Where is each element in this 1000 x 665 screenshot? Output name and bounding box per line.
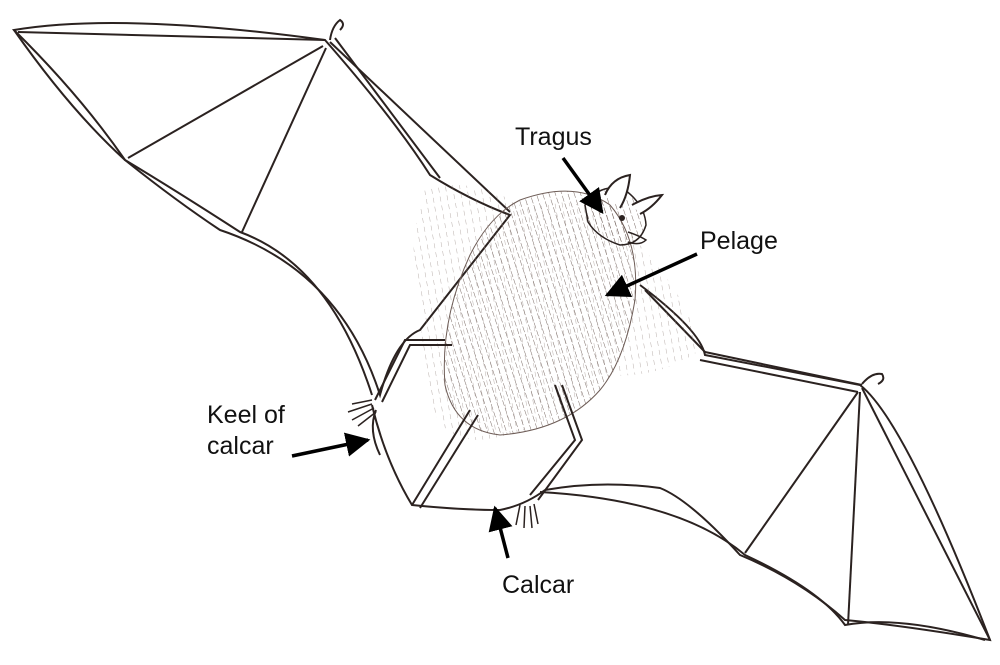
calcar-arrow (495, 508, 508, 558)
keel-label-line-2: calcar (207, 431, 285, 462)
keel-arrow (292, 440, 368, 456)
pelage-label: Pelage (700, 226, 778, 257)
tragus-label: Tragus (515, 122, 592, 153)
keel-of-calcar-label: Keel of calcar (207, 400, 285, 462)
calcar-label: Calcar (502, 570, 574, 601)
keel-label-line-1: Keel of (207, 400, 285, 431)
